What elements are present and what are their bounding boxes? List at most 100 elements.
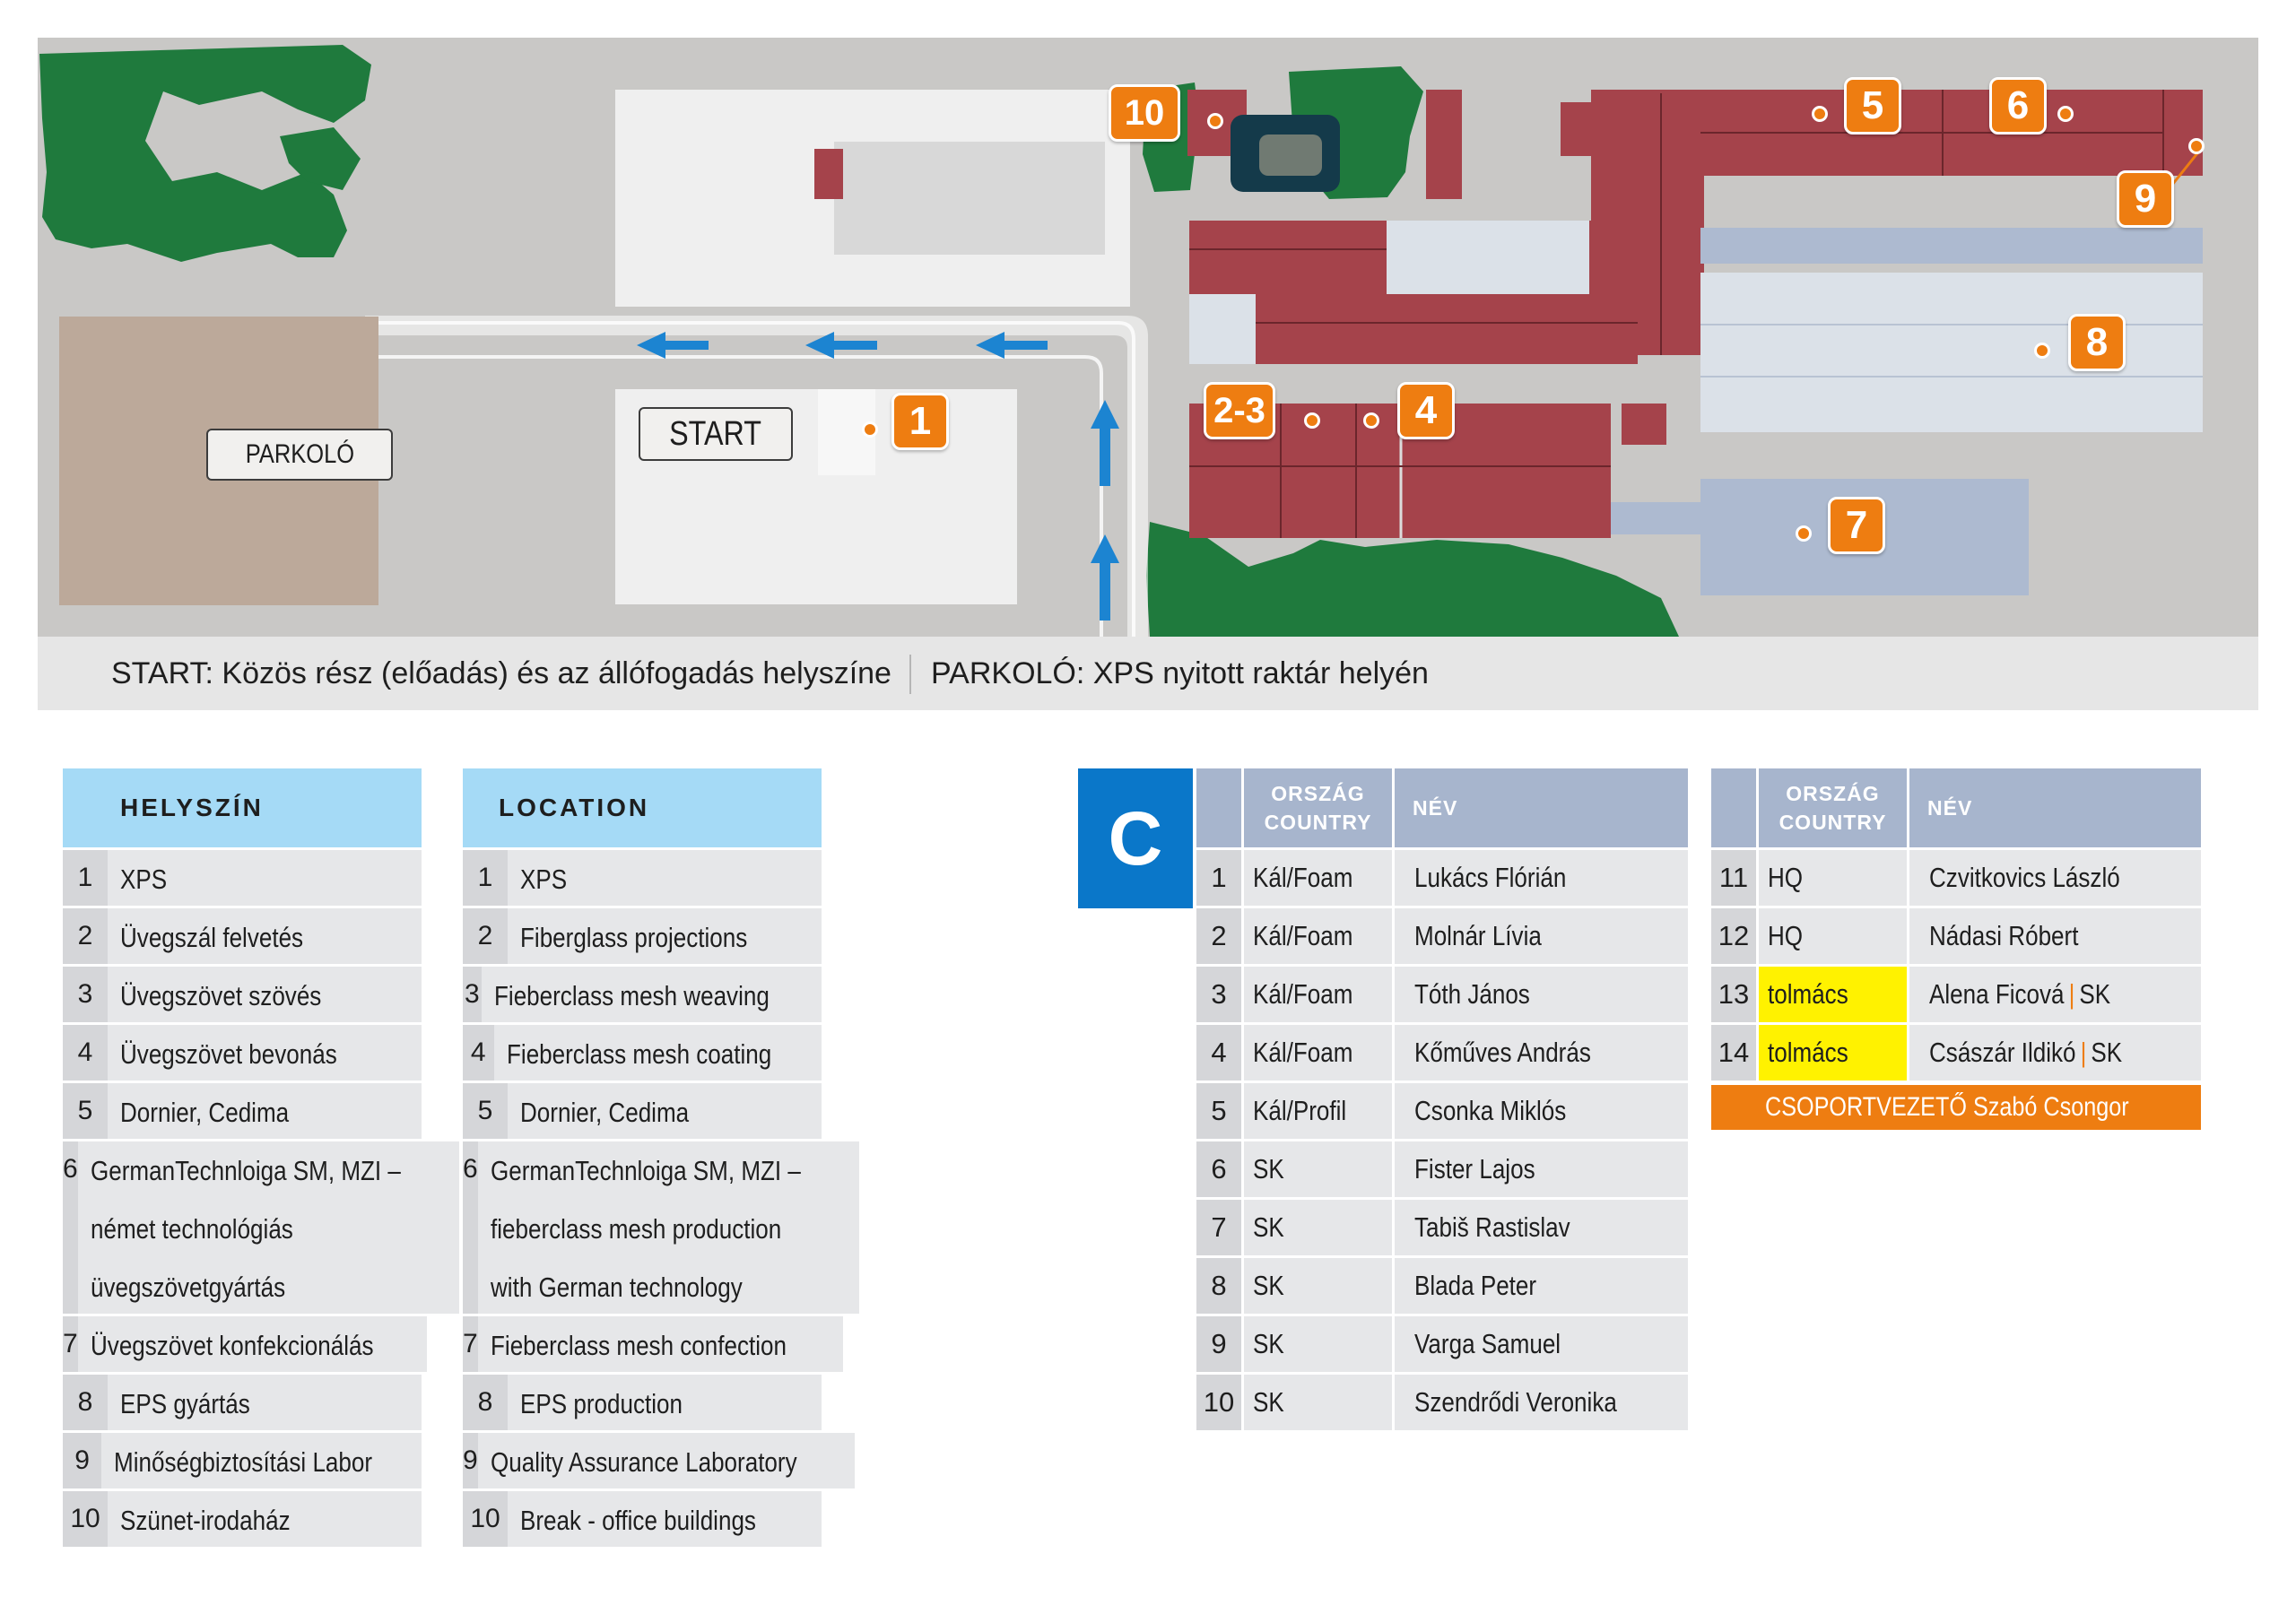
row-number: 13 [1711, 967, 1756, 1022]
location-marker-8[interactable]: 8 [2068, 314, 2126, 371]
caption-parking: PARKOLÓ: XPS nyitott raktár helyén [931, 656, 1429, 690]
row-country-text: SK [1253, 1153, 1284, 1185]
row-country: tolmács [1756, 967, 1907, 1022]
header-name: NÉV [1392, 768, 1688, 847]
row-name-text: Csonka Miklós [1414, 1095, 1567, 1126]
location-pin-9 [2188, 138, 2205, 154]
row-number: 10 [463, 1491, 508, 1547]
location-pin-6 [2057, 106, 2074, 122]
row-country-text: SK [1253, 1211, 1284, 1243]
row-country: SK [1241, 1316, 1392, 1372]
row-name: Czvitkovics László [1907, 850, 2201, 906]
row-name-text: Császár Ildikó [1929, 1037, 2076, 1068]
row-label: GermanTechnloiga SM, MZI –fieberclass me… [477, 1141, 860, 1314]
row-name: Fister Lajos [1392, 1141, 1688, 1197]
header-num-cell [1196, 768, 1241, 847]
row-label-line: Fiberglass projections [520, 922, 748, 953]
row-label-line: Quality Assurance Laboratory [490, 1446, 797, 1478]
row-label: Szünet-irodaház [108, 1491, 422, 1547]
row-country: SK [1241, 1375, 1392, 1430]
row-name: Tóth János [1392, 967, 1688, 1022]
marker-leaders [2170, 148, 2203, 186]
location-pin-4 [1363, 412, 1379, 429]
location-pin-5 [1812, 106, 1828, 122]
row-name: Császár Ildikó|SK [1907, 1025, 2201, 1081]
row-country-text: SK [1253, 1386, 1284, 1418]
row-label: Dornier, Cedima [108, 1083, 422, 1139]
row-label-line: Szünet-irodaház [120, 1505, 291, 1536]
row-name: Varga Samuel [1392, 1316, 1688, 1372]
caption-divider [909, 655, 911, 694]
row-label: Üvegszövet bevonás [108, 1025, 422, 1081]
row-country: HQ [1756, 850, 1907, 906]
location-marker-6[interactable]: 6 [1989, 77, 2047, 135]
row-label: Break - office buildings [508, 1491, 822, 1547]
row-name-text: Fister Lajos [1414, 1153, 1535, 1185]
row-name: Lukács Flórián [1392, 850, 1688, 906]
row-number: 9 [63, 1433, 102, 1488]
group-c-table-header: ORSZÁG COUNTRY NÉV [1196, 768, 1688, 847]
row-number: 14 [1711, 1025, 1756, 1081]
row-label-line: GermanTechnloiga SM, MZI – [90, 1155, 401, 1186]
row-country-text: Kál/Foam [1253, 978, 1353, 1010]
header-country: ORSZÁG COUNTRY [1241, 768, 1392, 847]
row-number: 6 [463, 1141, 478, 1314]
row-number: 9 [463, 1433, 478, 1488]
row-label-line: with German technology [490, 1271, 743, 1303]
location-marker-2-3[interactable]: 2-3 [1204, 382, 1275, 439]
row-number: 8 [463, 1375, 508, 1430]
row-label-line: Üvegszövet konfekcionálás [90, 1330, 374, 1361]
header-num-cell [1711, 768, 1756, 847]
location-marker-9[interactable]: 9 [2117, 170, 2174, 228]
parking-label: PARKOLÓ [206, 429, 393, 481]
row-number: 7 [1196, 1200, 1241, 1255]
row-label: Fieberclass mesh weaving [481, 967, 822, 1022]
row-label: EPS gyártás [108, 1375, 422, 1430]
row-country-text: Kál/Profil [1253, 1095, 1347, 1126]
row-country-text: Kál/Foam [1253, 862, 1353, 893]
site-map: PARKOLÓ START 1 2-3 4 5 6 7 8 9 10 [38, 38, 2258, 637]
header-name: NÉV [1907, 768, 2201, 847]
row-country: Kál/Foam [1241, 850, 1392, 906]
location-marker-10[interactable]: 10 [1109, 84, 1180, 142]
row-number: 5 [463, 1083, 508, 1139]
row-label-line: XPS [120, 864, 168, 895]
row-name-text: Alena Ficová [1929, 978, 2065, 1010]
row-label: Fiberglass projections [508, 908, 822, 964]
row-country: tolmács [1756, 1025, 1907, 1081]
location-marker-7[interactable]: 7 [1828, 497, 1885, 554]
row-country-text: SK [1253, 1328, 1284, 1359]
row-label-line: Dornier, Cedima [520, 1097, 690, 1128]
row-label-line: XPS [520, 864, 568, 895]
row-language: SK [2079, 978, 2111, 1010]
location-marker-4[interactable]: 4 [1397, 382, 1455, 439]
row-label: EPS production [508, 1375, 822, 1430]
row-country: SK [1241, 1258, 1392, 1314]
direction-arrows [637, 332, 1119, 621]
location-marker-1[interactable]: 1 [891, 393, 949, 450]
location-marker-5[interactable]: 5 [1844, 77, 1901, 135]
row-label-line: üvegszövetgyártás [90, 1271, 285, 1303]
group-c-badge: C [1078, 768, 1193, 908]
row-name-text: Czvitkovics László [1929, 862, 2120, 893]
row-country-text: Kál/Foam [1253, 1037, 1353, 1068]
row-number: 4 [1196, 1025, 1241, 1081]
row-country-text: HQ [1768, 862, 1804, 893]
row-country: Kál/Profil [1241, 1083, 1392, 1139]
